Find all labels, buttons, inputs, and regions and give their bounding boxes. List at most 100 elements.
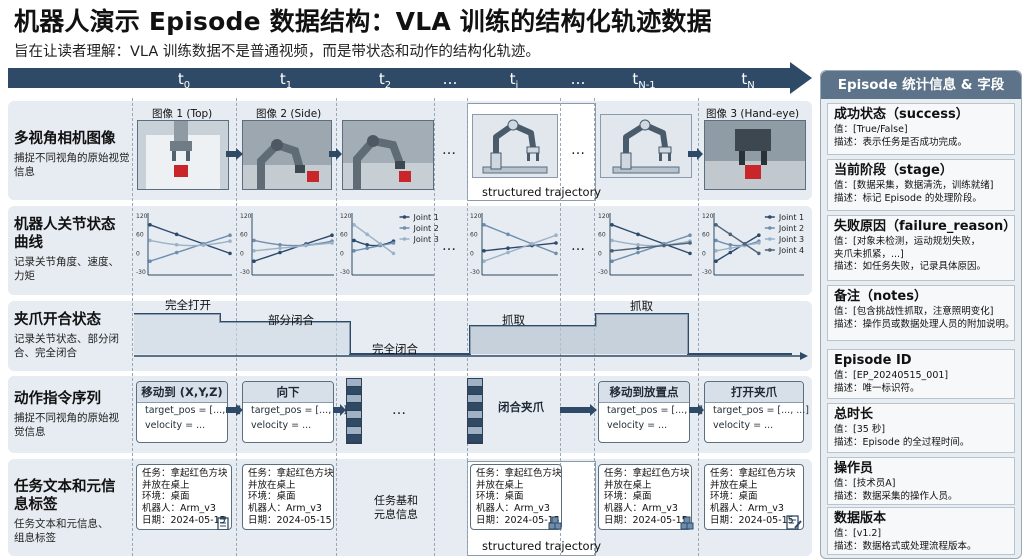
legend-label: Joint 2	[778, 224, 804, 233]
joint-series-point	[228, 251, 232, 256]
clipboard-icon	[217, 516, 229, 530]
joint-series-point	[278, 246, 282, 250]
joint-series-point	[554, 251, 558, 256]
joint-series-line	[353, 242, 394, 252]
row-title-gripper: 夹爪开合状态	[14, 312, 101, 328]
robot-sketch-tn-1	[600, 114, 692, 178]
chart-tick-label: -30	[702, 269, 712, 276]
row-header-actions: 动作指令序列 捕捉不同视角的原始视觉信息	[14, 390, 126, 439]
cubes-icon	[548, 516, 562, 530]
timeline-step-t1: t1	[279, 70, 293, 91]
legend-marker	[768, 237, 772, 241]
camera-image-side	[242, 120, 332, 190]
action-card-move-to-place: 移动到放置点 target_pos = [..., ...] velocity …	[598, 381, 703, 443]
action-title: 打开夹爪	[705, 382, 803, 403]
task-text-cont: 并放在桌上	[142, 479, 190, 491]
flow-arrow	[688, 148, 703, 160]
row-header-joints: 机器人关节状态曲线 记录关节角度、速度、力矩	[14, 216, 126, 283]
joint-series-line	[353, 239, 394, 247]
joint-series-point	[757, 241, 761, 245]
action-sequence-stack	[346, 378, 362, 444]
joint-series-line	[483, 234, 557, 262]
joint-series-point	[610, 238, 614, 243]
joint-series-point	[506, 232, 510, 237]
field-name: Episode ID	[834, 353, 912, 368]
field-card-notes: 备注（notes） 值：[包含挑战性抓取，注意照明变化] 描述：操作员或数据处理…	[827, 285, 1015, 341]
field-card-success: 成功状态（success） 值：[True/False] 描述：表示任务是否成功…	[827, 103, 1015, 155]
task-robot: 机器人：Arm_v3	[476, 503, 550, 515]
joint-series-point	[714, 249, 718, 253]
action-target-pos: target_pos = [..., ...]	[251, 405, 347, 416]
chart-tick-label: 0	[340, 250, 344, 257]
joint-series-point	[148, 238, 152, 243]
task-text: 任务：拿起红色方块	[604, 468, 690, 479]
field-card-failure-reason: 失败原因（failure_reason） 值：[对象未检测，运动规划失败， 夹爪…	[827, 215, 1016, 281]
joint-series-line	[611, 242, 691, 252]
chart-tick-label: 120	[598, 213, 610, 220]
joint-series-point	[252, 259, 256, 264]
page-title: 机器人演示 Episode 数据结构：VLA 训练的结构化轨迹数据	[14, 7, 712, 36]
timeline-step-ellipsis-1: …	[442, 70, 458, 88]
field-name: 当前阶段（stage）	[834, 163, 953, 178]
chart-tick-label: -30	[240, 269, 250, 276]
task-text: 任务：拿起红色方块	[476, 468, 562, 479]
legend-label: Joint 3	[778, 235, 804, 244]
legend-marker	[768, 215, 772, 219]
action-target-pos: target_pos = [..., ...]	[607, 405, 703, 416]
legend-label: Joint 4	[778, 246, 804, 255]
flow-arrow	[333, 404, 346, 416]
chart-tick-label: 60	[470, 232, 478, 239]
field-value: 值：[对象未检测，运动规划失败，	[834, 236, 981, 247]
joint-series-point	[252, 249, 256, 253]
task-environment: 环境：桌面	[604, 491, 652, 503]
column-divider	[467, 98, 468, 556]
joint-series-point	[228, 239, 232, 243]
joint-series-point	[662, 243, 666, 248]
timeline-step-ellipsis-2: …	[570, 70, 586, 88]
field-value: 值：[EP_20240515_001]	[834, 370, 949, 381]
chart-tick-label: 60	[702, 232, 710, 239]
chart-tick-label: 60	[240, 232, 248, 239]
timeline-step-ti: ti	[509, 70, 519, 91]
joint-series-point	[252, 238, 256, 243]
joint-series-point	[610, 223, 614, 227]
joint-series-point	[482, 223, 486, 227]
legend-marker	[402, 215, 407, 219]
joint-series-point	[610, 259, 614, 264]
task-date: 日期：2024-05-15	[710, 514, 794, 526]
timeline-step-t0: t0	[177, 70, 191, 91]
timeline-step-tn-1: tN-1	[632, 70, 656, 91]
chart-tick-label: -30	[136, 269, 146, 276]
episode-stats-panel: Episode 统计信息 & 字段 成功状态（success） 值：[True/…	[820, 70, 1022, 559]
field-card-data-version: 数据版本 值：[v1.2] 描述：数据格式或处理流程版本。	[827, 507, 1015, 555]
timeline-arrow	[8, 62, 812, 94]
joint-series-point	[636, 250, 640, 255]
joint-series-point	[330, 241, 334, 245]
gripper-label-closed: 完全闭合	[372, 342, 418, 356]
joint-series-line	[149, 224, 231, 255]
joint-series-point	[278, 250, 282, 255]
joint-series-point	[728, 250, 733, 255]
joint-series-point	[636, 232, 640, 237]
joint-series-point	[728, 242, 733, 247]
joint-ellipsis: …	[442, 238, 456, 254]
joint-series-line	[715, 234, 760, 262]
field-desc: 描述：Episode 的全过程时间。	[834, 436, 970, 448]
joint-series-point	[391, 251, 396, 256]
chart-tick-label: 0	[240, 250, 244, 257]
joint-series-line	[611, 224, 691, 255]
page-subtitle: 旨在让读者理解：VLA 训练数据不是普通视频，而是带状态和动作的结构化轨迹。	[14, 44, 540, 60]
joint-series-point	[714, 238, 718, 243]
field-card-operator: 操作员 值：[技术员A] 描述：数据采集的操作人员。	[827, 457, 1015, 505]
action-title: 闭合夹爪	[498, 400, 544, 414]
cubes-icon	[680, 516, 694, 530]
joint-series-point	[506, 250, 510, 255]
joint-series-line	[253, 242, 333, 252]
joint-series-point	[728, 232, 733, 237]
field-value: 值：[v1.2]	[834, 528, 882, 539]
chart-tick-label: -30	[598, 269, 608, 276]
joint-series-point	[530, 242, 534, 246]
field-name: 备注（notes）	[834, 289, 927, 304]
field-desc: 描述：数据格式或处理流程版本。	[834, 540, 977, 552]
